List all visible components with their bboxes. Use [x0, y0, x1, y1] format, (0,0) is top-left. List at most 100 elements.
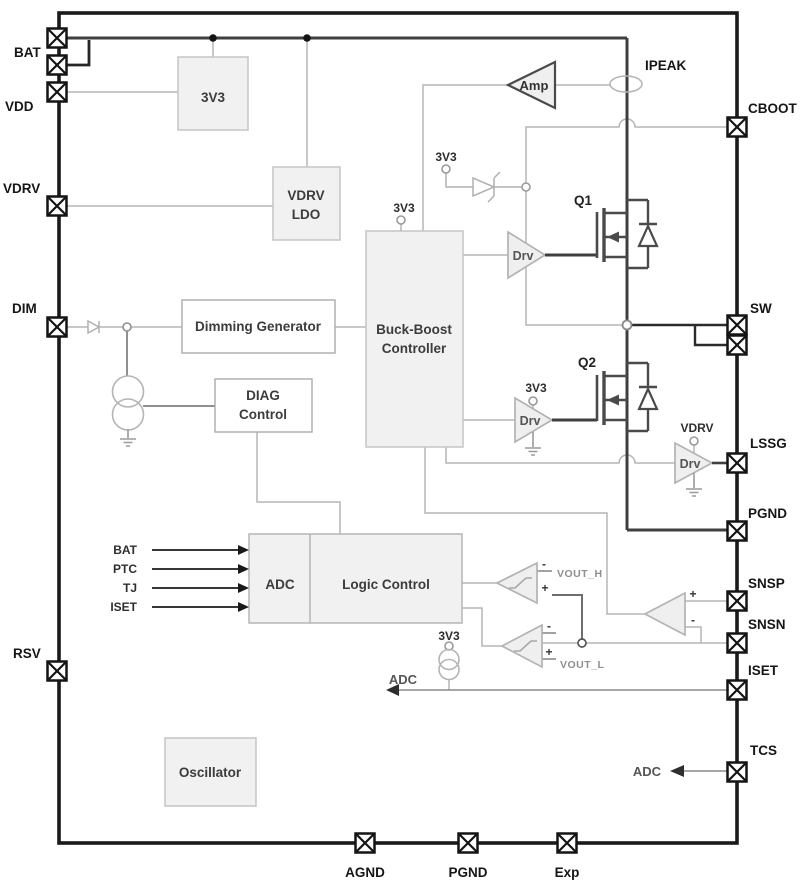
supply-terminal-icon: [528, 396, 538, 406]
mosfet-q2-label: Q2: [578, 355, 596, 370]
comparator-vout-l: - + VOUT_L: [500, 619, 605, 671]
supply-terminal-icon: [689, 436, 699, 446]
net-adc-label: ADC: [389, 672, 418, 687]
signal-wires: [66, 38, 727, 690]
adc-input-iset-label: ISET: [110, 600, 137, 614]
pin-iset-label: ISET: [748, 663, 779, 678]
ipeak-amp: Amp: [505, 60, 557, 110]
pin-agnd-icon: [354, 832, 376, 854]
snsn-junction-node: [577, 638, 587, 648]
amp-label: Amp: [520, 78, 549, 93]
block-oscillator-label: Oscillator: [179, 765, 242, 780]
pin-lssg-icon: [726, 452, 748, 474]
adc-input-tj-label: TJ: [123, 581, 137, 595]
pin-dim-icon: [46, 316, 68, 338]
adc-input-arrows: BAT PTC TJ ISET: [110, 543, 249, 614]
plus-sign: +: [689, 587, 696, 601]
pin-cboot-icon: [726, 116, 748, 138]
ground-icon: [686, 473, 702, 497]
tcs-adc-arrow: ADC: [633, 764, 684, 779]
net-vout-l-label: VOUT_L: [560, 659, 605, 671]
pin-sw-label: SW: [750, 301, 772, 316]
pin-pgnd-bottom-label: PGND: [448, 865, 487, 880]
pins-left: BAT VDD VDRV DIM RSV: [3, 27, 68, 682]
pin-vdd-label: VDD: [5, 99, 34, 114]
block-buck-boost-label2: Controller: [382, 341, 447, 356]
hysteresis-icon: [509, 577, 532, 589]
block-3v3-regulator: 3V3: [177, 56, 249, 131]
cboot-junction-node: [521, 182, 531, 192]
block-3v3-label: 3V3: [201, 90, 226, 105]
drv-label: Drv: [513, 249, 534, 263]
pin-rsv-icon: [46, 660, 68, 682]
pin-agnd-label: AGND: [345, 865, 385, 880]
comparator-vout-h: - + VOUT_H: [495, 557, 602, 605]
sense-amp: + -: [643, 587, 697, 637]
block-dimming-generator: Dimming Generator: [181, 299, 336, 354]
pin-bat-1-icon: [46, 27, 68, 49]
pin-vdrv-icon: [46, 195, 68, 217]
net-3v3-drv2-label: 3V3: [525, 381, 547, 395]
block-diag-label1: DIAG: [246, 388, 280, 403]
dim-ground-icon: [120, 429, 136, 447]
dim-current-source-icon: [111, 375, 145, 431]
block-vdrv-ldo-label1: VDRV: [287, 188, 324, 203]
net-adc-label: ADC: [633, 764, 662, 779]
block-buck-boost-label1: Buck-Boost: [376, 322, 452, 337]
pin-tcs-icon: [726, 761, 748, 783]
supply-terminal-icon: [396, 215, 406, 225]
drv-q2: 3V3 Drv: [514, 381, 554, 456]
block-adc-label: ADC: [265, 577, 294, 592]
plus-sign: +: [541, 581, 548, 595]
pin-tcs-label: TCS: [750, 743, 777, 758]
block-oscillator: Oscillator: [164, 737, 257, 807]
pin-pgnd-icon: [726, 520, 748, 542]
pin-sw-1-icon: [726, 314, 748, 336]
vouth-plus-wire: [552, 594, 583, 640]
junction-dot: [303, 34, 311, 42]
junction-dot: [209, 34, 217, 42]
minus-sign: -: [547, 619, 551, 633]
pin-exp-icon: [556, 832, 578, 854]
sw-wires: [631, 323, 727, 347]
bootstrap-zener-icon: [445, 171, 522, 203]
minus-sign: -: [691, 613, 695, 627]
pin-pgnd-label: PGND: [748, 506, 787, 521]
plus-sign: +: [545, 645, 552, 659]
dim-input-diode-icon: [87, 319, 101, 335]
pin-snsn-label: SNSN: [748, 617, 786, 632]
pin-bat-label: BAT: [14, 45, 41, 60]
pin-bat-2-icon: [46, 54, 68, 76]
sw-node: [621, 319, 633, 331]
block-vdrv-ldo: VDRV LDO: [272, 166, 341, 241]
pin-snsp-label: SNSP: [748, 576, 785, 591]
block-vdrv-ldo-label2: LDO: [292, 207, 321, 222]
pin-vdrv-label: VDRV: [3, 181, 40, 196]
pin-iset-icon: [726, 679, 748, 701]
pin-rsv-label: RSV: [13, 646, 41, 661]
block-diag-label2: Control: [239, 407, 287, 422]
iset-current-source: 3V3: [438, 629, 460, 681]
supply-terminal-icon: [441, 164, 451, 174]
pin-vdd-icon: [46, 81, 68, 103]
net-vdrv-label: VDRV: [680, 421, 713, 435]
minus-sign: -: [542, 557, 546, 571]
mosfet-q2: [595, 361, 659, 433]
ground-icon: [525, 432, 541, 456]
pin-snsn-icon: [726, 632, 748, 654]
drv-label: Drv: [680, 457, 701, 471]
drv-lssg: VDRV Drv: [674, 421, 714, 497]
mosfet-q1-label: Q1: [574, 193, 593, 208]
dim-junction-node: [122, 322, 132, 332]
comparator-stubs: [399, 570, 727, 772]
pins-right: CBOOT SW LSSG PGND SNSP SNSN ISET TCS: [726, 101, 798, 783]
medium-wires: [126, 331, 215, 407]
drv-label: Drv: [520, 414, 541, 428]
pin-sw-2-icon: [726, 334, 748, 356]
pins-bottom: AGND PGND Exp: [345, 832, 579, 880]
block-logic-control-label: Logic Control: [342, 577, 430, 592]
block-buck-boost-controller: Buck-Boost Controller: [365, 230, 464, 448]
adc-input-ptc-label: PTC: [113, 562, 137, 576]
